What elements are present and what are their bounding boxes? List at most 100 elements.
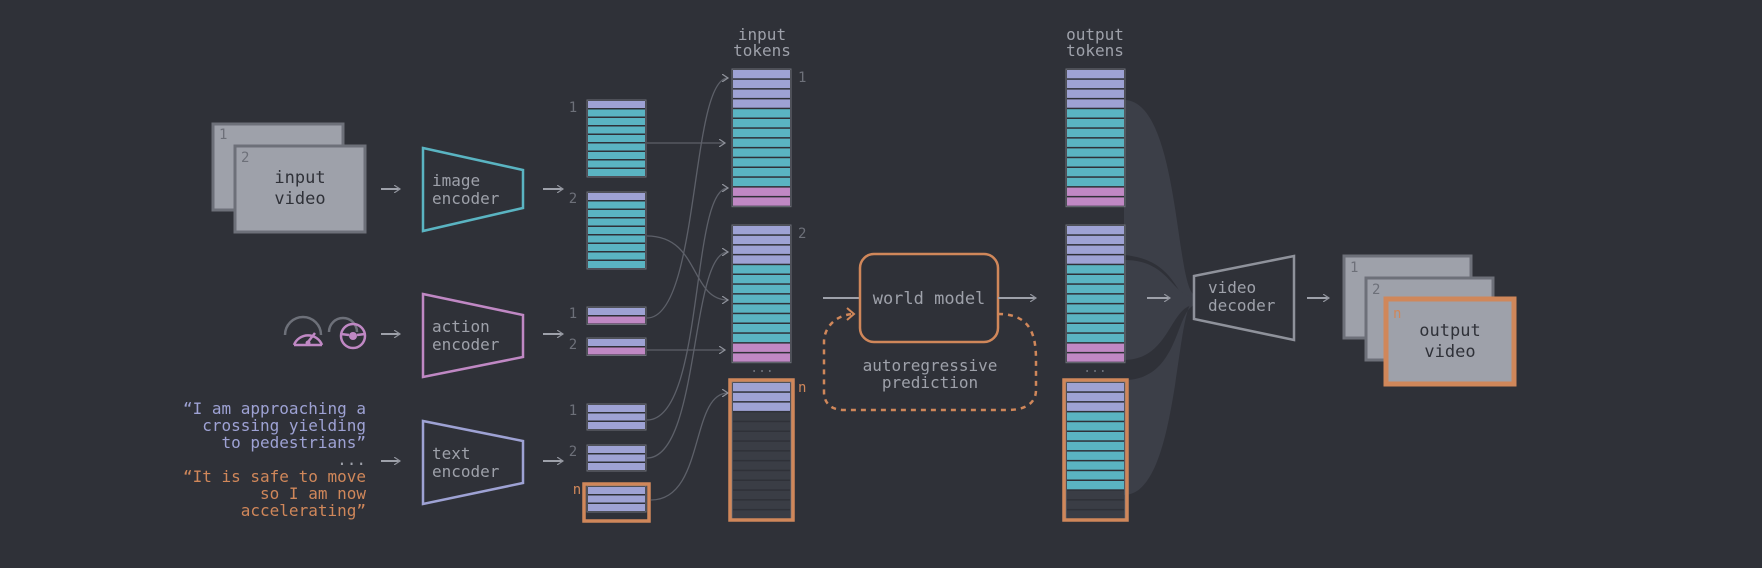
text-encoder-label-line2: encoder — [432, 462, 500, 481]
image-token-label-2: 2 — [569, 191, 577, 207]
text-token-block-2-stripe — [588, 446, 645, 453]
input-block-label-1: 1 — [798, 70, 806, 86]
output-token-block-n — [1065, 381, 1126, 521]
output-token-block-2-stripe — [1067, 255, 1124, 264]
input-token-block-1-outline — [731, 68, 792, 208]
output-video: 1 2 n output video — [1342, 254, 1517, 387]
world-model-label: world model — [873, 289, 986, 309]
input-token-block-2-stripe — [733, 343, 790, 352]
video-decoder-label-line1: video — [1208, 278, 1256, 297]
action-token-block-1-stripe — [588, 308, 645, 315]
input-token-block-1-stripe — [733, 128, 790, 138]
text-token-block-1-stripe — [588, 413, 645, 421]
output-token-block-n-highlight — [1062, 378, 1129, 522]
input-token-block-2-stripe — [733, 245, 790, 254]
video-decoder-label-line2: decoder — [1208, 296, 1276, 315]
output-token-block-n-stripe — [1067, 383, 1124, 392]
world-model: world model autoregressive prediction — [822, 252, 1038, 412]
output-token-block-n-stripe — [1067, 471, 1124, 480]
input-token-block-n-stripe — [733, 500, 790, 509]
image-encoder-label-line2: encoder — [432, 189, 500, 208]
encoder-output-tokens — [582, 99, 651, 523]
input-token-block-n-stripe — [733, 422, 790, 431]
steering-wheel-icon — [327, 316, 367, 350]
output-video-label-line1: output — [1419, 321, 1480, 341]
text-token-label-1: 1 — [569, 403, 577, 419]
quote-ellipsis: ... — [337, 450, 366, 469]
image-token-block-1-stripe — [588, 152, 645, 159]
input-token-block-n-stripe — [733, 461, 790, 470]
encoder-token-labels: 1 2 1 2 1 2 n — [569, 100, 581, 498]
input-token-block-2-stripe — [733, 294, 790, 303]
text-token-block-n — [586, 485, 647, 513]
output-token-block-n-stripe — [1067, 422, 1124, 431]
action-token-label-2: 2 — [569, 337, 577, 353]
image-token-block-2-stripe — [588, 193, 645, 200]
output-token-block-2-stripe — [1067, 314, 1124, 323]
output-token-block-n-stripe — [1067, 441, 1124, 451]
output-token-block-n-stripe — [1067, 510, 1124, 519]
output-token-block-2-stripe — [1067, 275, 1124, 284]
image-encoder: image encoder — [421, 146, 525, 233]
output-token-block-2-stripe — [1067, 235, 1124, 245]
input-tokens-ellipsis: ... — [750, 361, 773, 376]
output-token-block-1-stripe — [1067, 109, 1124, 118]
input-block-label-n: n — [798, 380, 806, 396]
input-token-block-n-stripe — [733, 383, 790, 392]
image-token-block-2-stripe — [588, 244, 645, 251]
action-token-block-2 — [586, 337, 647, 356]
text-token-block-1-stripe — [588, 422, 645, 429]
output-token-block-2-stripe — [1067, 304, 1124, 313]
image-encoder-label-line1: image — [432, 171, 480, 190]
input-token-block-1-stripe — [733, 79, 790, 89]
input-token-block-2-stripe — [733, 235, 790, 245]
output-token-block-1-stripe — [1067, 177, 1124, 187]
speedometer-icon — [283, 315, 324, 347]
output-token-block-2-stripe — [1067, 343, 1124, 352]
input-token-block-1 — [731, 68, 792, 208]
input-token-block-2 — [731, 224, 792, 364]
output-token-block-n-stripe — [1067, 432, 1124, 441]
input-tokens-title-line1: input — [738, 25, 786, 44]
input-token-block-2-stripe — [733, 265, 790, 274]
output-token-block-1-outline — [1065, 68, 1126, 208]
input-token-block-2-stripe — [733, 333, 790, 343]
output-tokens-title-line1: output — [1066, 25, 1124, 44]
image-token-block-1-stripe — [588, 109, 645, 117]
output-token-block-2-stripe — [1067, 324, 1124, 333]
image-token-block-2-outline — [586, 191, 647, 270]
input-tokens-title-line2: tokens — [733, 41, 791, 60]
output-token-block-2 — [1065, 224, 1126, 364]
quote2-line3: accelerating” — [241, 501, 366, 520]
input-frame-number-2: 2 — [241, 150, 249, 166]
input-token-block-1-stripe — [733, 148, 790, 157]
output-token-block-2-stripe — [1067, 226, 1124, 235]
output-token-block-1-stripe — [1067, 128, 1124, 138]
image-token-block-2-stripe — [588, 218, 645, 226]
input-token-block-n-stripe — [733, 471, 790, 480]
output-token-block-2-stripe — [1067, 333, 1124, 343]
text-encoder: text encoder — [421, 419, 525, 506]
input-token-block-n-stripe — [733, 510, 790, 519]
input-token-block-n-stripe — [733, 441, 790, 451]
text-token-label-2: 2 — [569, 444, 577, 460]
input-token-block-n-stripe — [733, 451, 790, 460]
output-frame-number-n: n — [1393, 306, 1401, 322]
output-token-block-1 — [1065, 68, 1126, 208]
output-token-block-2-stripe — [1067, 284, 1124, 294]
output-tokens-column: output tokens ... — [1062, 25, 1129, 522]
output-token-block-1-stripe — [1067, 99, 1124, 108]
input-token-block-2-stripe — [733, 284, 790, 294]
text-token-block-1 — [586, 403, 647, 431]
image-token-block-1-stripe — [588, 118, 645, 125]
output-token-block-2-stripe — [1067, 265, 1124, 274]
input-token-block-n-stripe — [733, 402, 790, 411]
text-token-block-n-stripe — [588, 504, 645, 511]
text-token-block-n-stripe — [588, 487, 645, 494]
text-token-block-n-stripe — [588, 495, 645, 503]
action-token-block-1-stripe — [588, 316, 645, 324]
text-prompt: “I am approaching a crossing yielding to… — [183, 399, 366, 520]
action-token-block-1 — [586, 306, 647, 325]
output-token-block-2-outline — [1065, 224, 1126, 364]
